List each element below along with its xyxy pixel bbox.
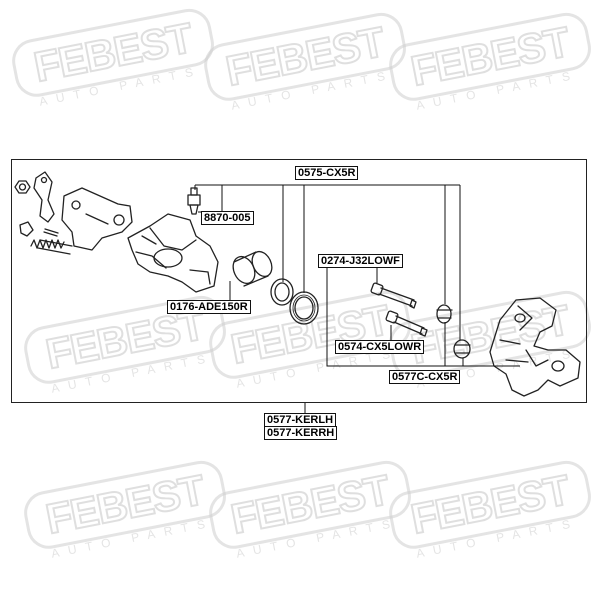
diagram-frame (11, 159, 587, 403)
caliper-body (127, 213, 219, 293)
guide-pin-lower-part (385, 310, 428, 337)
pin-part (43, 228, 59, 237)
nut-part (14, 180, 31, 194)
dust-boot-part (289, 291, 319, 325)
clip-part (19, 221, 34, 237)
caliper-bracket-part (489, 297, 581, 397)
parking-lever-plate (61, 187, 133, 251)
part-label-guide-pin-lower: 0574-CX5LOWR (335, 340, 425, 354)
guide-pin-upper-part (370, 282, 417, 309)
spring-part (30, 239, 65, 249)
piston-part (232, 250, 273, 287)
part-label-caliper-rh: 0577-KERRH (264, 426, 338, 440)
part-label-bushing-kit: 0577C-CX5R (389, 370, 461, 384)
small-hardware-group (14, 171, 73, 255)
anti-rattle-bracket-part (33, 171, 55, 223)
part-label-bleeder: 8870-005 (201, 211, 254, 225)
part-label-kit: 0575-CX5R (295, 166, 359, 180)
guide-bushing-upper-part (436, 304, 453, 324)
guide-bushing-lower-part (453, 339, 471, 359)
part-label-caliper-lh: 0577-KERLH (264, 413, 337, 427)
leader-lines (194, 184, 520, 413)
part-label-guide-pin-upper: 0274-J32LOWF (318, 254, 403, 268)
seal-ring-part (270, 278, 294, 306)
part-label-piston: 0176-ADE150R (167, 300, 251, 314)
bleeder-screw-part (187, 187, 201, 215)
